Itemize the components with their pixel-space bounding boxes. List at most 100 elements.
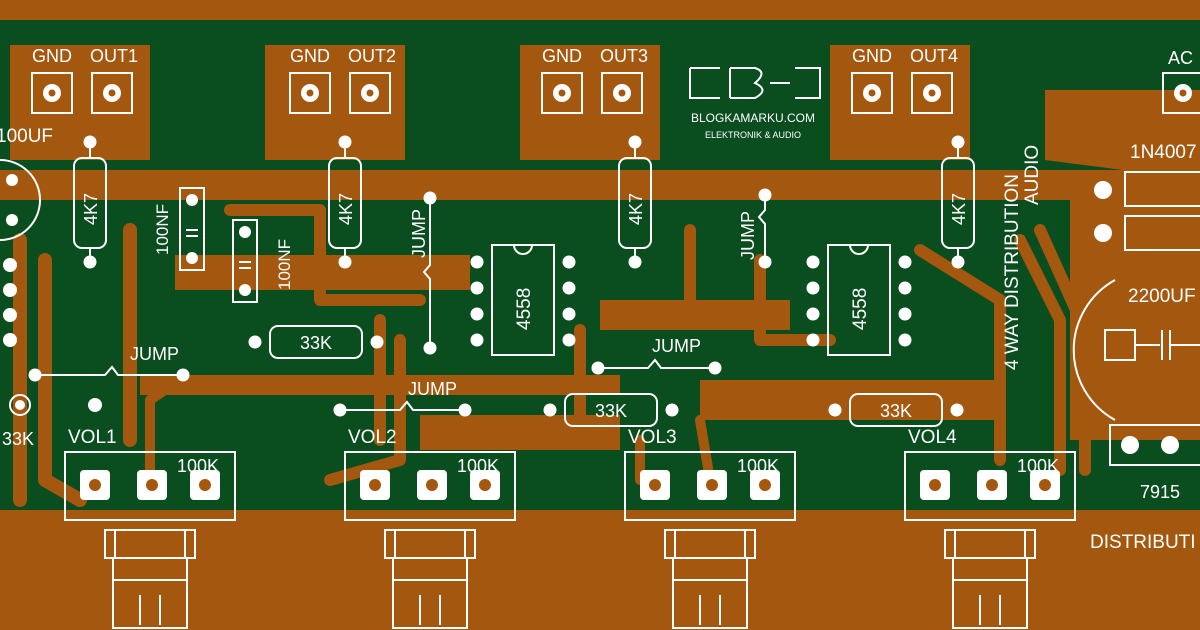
jumper-label: JUMP [738, 211, 758, 260]
edge-text: DISTRIBUTI [1090, 532, 1196, 553]
resistor-label: 33K [300, 333, 332, 353]
pot-outline [904, 451, 1076, 521]
resistor-body [618, 157, 652, 249]
resistor-body [564, 393, 658, 427]
pot-nut-edges [114, 530, 186, 558]
ic-pin [562, 281, 576, 295]
ic-pin [470, 255, 484, 269]
resistor-label: 4K7 [336, 193, 356, 225]
pot-shaft-detail [113, 579, 187, 625]
volume-name-label: VOL1 [68, 427, 117, 448]
resistor-33k-1: 33K [248, 325, 384, 359]
ic-pin [806, 307, 820, 321]
diode: 1N4007 [1094, 142, 1200, 251]
ic-label: 4558 [514, 288, 535, 330]
terminal-outline [601, 72, 643, 114]
left-edge-resistor-label: 33K [2, 429, 34, 449]
resistor-pad [370, 335, 384, 349]
ic-pin [806, 281, 820, 295]
electrolytic-right-label: 2200UF [1128, 286, 1196, 307]
terminal-outline [851, 72, 893, 114]
connector-out-label: OUT2 [348, 46, 396, 66]
ic-pin [562, 255, 576, 269]
resistor-33k-3: 33K [828, 393, 964, 427]
jumper-wire [598, 358, 715, 369]
connector-gnd-label: GND [290, 46, 330, 66]
terminal-hole [48, 89, 56, 97]
resistor-pad [828, 403, 842, 417]
resistor-label: 33K [880, 401, 912, 421]
resistor-pad [248, 335, 262, 349]
terminal-outline [289, 72, 331, 114]
pot-hole [479, 479, 491, 491]
ic-pin [898, 333, 912, 347]
volume-name-label: VOL2 [348, 427, 397, 448]
connector-3: GND OUT3 [541, 46, 648, 114]
pot-outline [344, 451, 516, 521]
pot-shaft [672, 557, 748, 629]
jumper-pad [423, 341, 437, 355]
resistor-label: 4K7 [626, 193, 646, 225]
connector-out-label: OUT3 [600, 46, 648, 66]
jumper-2: JUMP [409, 191, 437, 355]
ic-notch [513, 244, 533, 255]
connector-2: GND OUT2 [289, 46, 396, 114]
jumper-pad [708, 361, 722, 375]
ic-notch [849, 244, 869, 255]
film-capacitor-1: 100NF [153, 187, 205, 271]
resistor-4k7-4: 4K7 [941, 135, 975, 269]
resistor-4k7-1: 4K7 [73, 135, 107, 269]
jumper-label: JUMP [408, 379, 457, 399]
terminal-hole [306, 89, 314, 97]
board-title-line1: 4 WAY DISTRIBUTION [1002, 174, 1023, 370]
ic-body [491, 244, 555, 356]
ic-pin [898, 307, 912, 321]
ic-label: 4558 [850, 288, 871, 330]
connector-gnd-label: GND [542, 46, 582, 66]
jumper-pad [758, 188, 772, 202]
volume-name-label: VOL4 [908, 427, 957, 448]
resistor-pad [951, 135, 965, 149]
pot-nut-edges [954, 530, 1026, 558]
pot-hole [369, 479, 381, 491]
pot-shaft [952, 557, 1028, 629]
ac-connector: AC [1162, 48, 1200, 114]
ic-pin [562, 333, 576, 347]
ic-1: 4558 [470, 244, 576, 356]
terminal-outline [91, 72, 133, 114]
pot-outline [624, 451, 796, 521]
jumper-pad [758, 255, 772, 269]
ic-pin [470, 307, 484, 321]
resistor-pad [338, 135, 352, 149]
resistor-body [269, 325, 363, 359]
resistor-pad [628, 135, 642, 149]
film-capacitor-2: 100NF [232, 219, 294, 303]
pot-nut-edges [674, 530, 746, 558]
film-capacitor-2-label: 100NF [275, 239, 294, 290]
ic-2: 4558 [806, 244, 912, 356]
resistor-body [328, 157, 362, 249]
electrolytic-left-label: 100UF [0, 126, 53, 147]
jumper-1: JUMP [28, 344, 190, 382]
connector-out-label: OUT1 [90, 46, 138, 66]
pot-shaft-detail [673, 579, 747, 625]
jumper-5: JUMP [738, 188, 772, 269]
regulator: 7915 [1109, 424, 1200, 502]
jumper-pad [423, 191, 437, 205]
pot-hole [146, 479, 158, 491]
resistor-pad [951, 255, 965, 269]
jumper-wire [422, 198, 431, 348]
logo: CB BLOGKAMARKU.COM ELEKTRONIK & AUDIO [689, 67, 821, 140]
pot-outline [64, 451, 236, 521]
pot-hole [929, 479, 941, 491]
resistor-pad [338, 255, 352, 269]
pot-shaft [112, 557, 188, 629]
